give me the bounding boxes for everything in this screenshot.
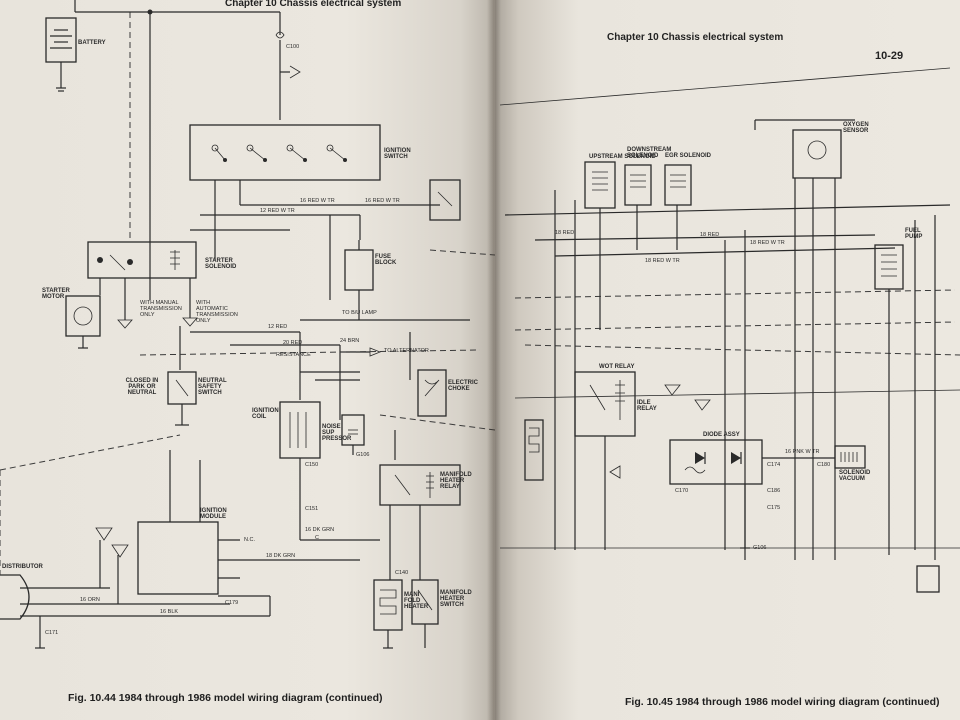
manifold-heater-relay-label: MANIFOLD HEATER RELAY: [440, 472, 472, 490]
starter-solenoid-label: STARTER SOLENOID: [205, 258, 237, 270]
connector-label: C170: [675, 488, 689, 494]
connector-label: C174: [767, 462, 781, 468]
manual-trans-label: WITH MANUAL TRANSMISSION ONLY: [140, 300, 182, 318]
upstream-solenoid-box: [584, 161, 616, 209]
wire-label: 18 DK GRN: [266, 553, 296, 559]
wire-label: 18 RED W TR: [750, 240, 785, 246]
ignition-switch-label: IGNITION SWITCH: [384, 148, 411, 160]
wire-label: TO B/U LAMP: [342, 310, 377, 316]
connector-label: C171: [45, 630, 59, 636]
starter-solenoid-box: [87, 241, 197, 279]
ignition-switch-box: [189, 124, 381, 181]
connector-label: C151: [305, 506, 319, 512]
egr-solenoid-label: EGR SOLENOID: [665, 153, 712, 159]
upstream-solenoid-label: UPSTREAM SOLENOID: [589, 154, 656, 160]
ignition-module-box: [137, 521, 219, 595]
right-page: Chapter 10 Chassis electrical system 10-…: [495, 0, 960, 720]
wire-label: RESISTANCE: [276, 352, 311, 358]
wire-label: 16 BLK: [160, 609, 179, 615]
diode-assy-label: DIODE ASSY: [703, 432, 740, 438]
connector-label: C: [315, 535, 319, 541]
diode-assy-box: [669, 439, 763, 485]
battery-label: BATTERY: [78, 40, 106, 46]
wire-label: 18 RED: [700, 232, 720, 238]
wire-label: 16 ORN: [80, 597, 100, 603]
connector-label: C140: [395, 570, 409, 576]
electric-choke-label: ELECTRIC CHOKE: [448, 380, 478, 392]
right-figure-caption: Fig. 10.45 1984 through 1986 model wirin…: [625, 696, 940, 708]
wire-label: 18 RED W TR: [645, 258, 680, 264]
ignition-coil-box: [279, 401, 321, 459]
downstream-solenoid-label: DOWNSTREAM SOLENOID: [627, 147, 672, 159]
manifold-heater-switch-label: MANIFOLD HEATER SWITCH: [440, 590, 472, 608]
connector-label: C100: [286, 44, 300, 50]
fuse-block-box: [344, 249, 374, 291]
closed-note-label: CLOSED IN PARK OR NEUTRAL: [125, 378, 159, 396]
left-wiring-diagram: [0, 0, 470, 649]
wire-label: 24 BRN: [340, 338, 360, 344]
oxygen-sensor-box: [792, 129, 842, 179]
left-page-header: Chapter 10 Chassis electrical system: [225, 0, 402, 9]
book-gutter: [487, 0, 501, 720]
battery-box: [45, 17, 77, 63]
wire-label: 12 RED: [268, 324, 288, 330]
connector-label: N.C.: [244, 537, 255, 543]
connector-label: C150: [305, 462, 319, 468]
starter-motor-label: STARTER MOTOR: [42, 288, 70, 300]
noise-suppressor-label: NOISE SUP PRESSOR: [322, 424, 352, 442]
connector-label: G106: [356, 452, 370, 458]
solenoid-vacuum-label: SOLENOID VACUUM: [839, 470, 871, 482]
ignition-coil-label: IGNITION COIL: [252, 408, 279, 420]
wire-label: TO ALTERNATOR: [384, 348, 429, 354]
idle-relay-label: IDLE RELAY: [637, 400, 657, 412]
oxygen-sensor-label: OXYGEN SENSOR: [843, 122, 869, 134]
connector-label: C186: [767, 488, 781, 494]
manifold-heater-label: MANI FOLD HEATER: [404, 592, 429, 610]
ignition-module-label: IGNITION MODULE: [200, 508, 227, 520]
solenoid-vacuum-box: [834, 445, 866, 469]
connector-label: C175: [767, 505, 781, 511]
left-page: Chapter 10 Chassis electrical system: [0, 0, 495, 720]
distributor-label: DISTRIBUTOR: [2, 564, 43, 570]
wire-label: 16 RED W TR: [365, 198, 400, 204]
connector-label: G106: [753, 545, 767, 551]
fuel-pump-box: [874, 244, 904, 290]
electric-choke-box: [417, 369, 447, 417]
idle-relay-box: [574, 371, 636, 437]
starter-motor-box: [65, 295, 101, 337]
wire-label: 18 RED: [555, 230, 575, 236]
connector-label: C179: [225, 600, 239, 606]
wire-label: 16 RED W TR: [300, 198, 335, 204]
wire-label: 12 RED W TR: [260, 208, 295, 214]
fuse-block-label: FUSE BLOCK: [375, 254, 397, 266]
wot-relay-label: WOT RELAY: [599, 364, 635, 370]
neutral-safety-switch-label: NEUTRAL SAFETY SWITCH: [198, 378, 227, 396]
right-page-header: Chapter 10 Chassis electrical system: [607, 32, 784, 43]
egr-solenoid-box: [664, 164, 692, 206]
auto-trans-label: WITH AUTOMATIC TRANSMISSION ONLY: [196, 300, 238, 324]
manifold-heater-box: [373, 579, 403, 631]
connector-label: C180: [817, 462, 831, 468]
wire-label: 20 RED: [283, 340, 303, 346]
downstream-solenoid-box: [624, 164, 652, 206]
fuel-pump-label: FUEL PUMP: [905, 228, 923, 240]
page-number: 10-29: [875, 50, 904, 62]
wire-label: 16 DK GRN: [305, 527, 335, 533]
wire-label: 16 PNK W TR: [785, 449, 820, 455]
left-figure-caption: Fig. 10.44 1984 through 1986 model wirin…: [68, 692, 383, 704]
right-wiring-diagram: [499, 67, 960, 593]
